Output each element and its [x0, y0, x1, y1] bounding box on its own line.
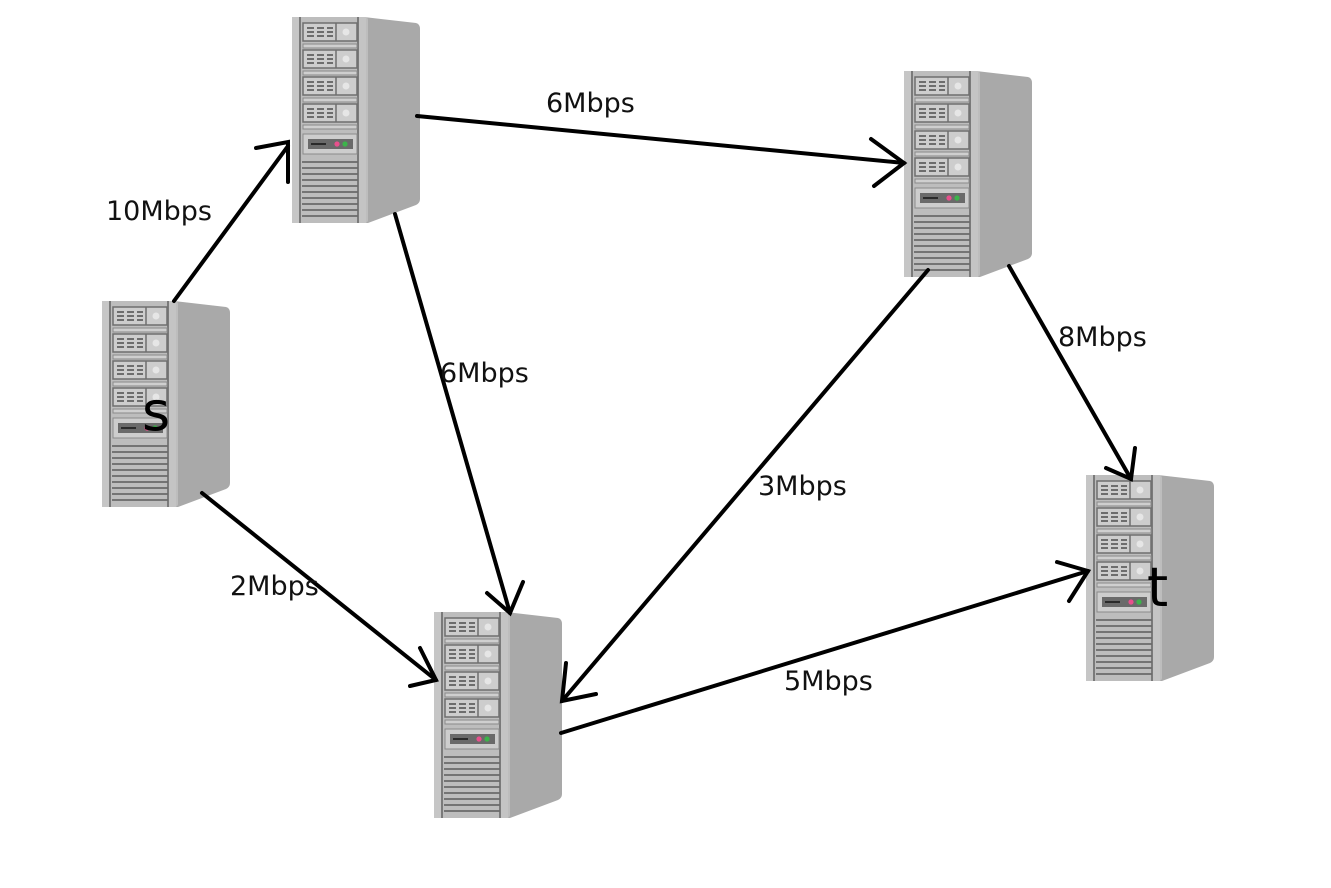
- edge-line: [1007, 264, 1133, 481]
- arrowhead: [559, 661, 598, 704]
- edge-line: [393, 212, 512, 615]
- edge-s-n3: [200, 491, 439, 688]
- edge-line: [200, 491, 438, 682]
- edge-n2-t: [1007, 264, 1137, 482]
- arrowhead: [1104, 446, 1137, 482]
- server-node-n3: [433, 611, 563, 819]
- edge-n1-n3: [393, 212, 525, 617]
- edge-s-n1: [172, 139, 290, 303]
- arrowhead: [869, 137, 908, 188]
- edge-label-s-n3: 2Mbps: [230, 571, 319, 602]
- node-label-t: t: [1147, 556, 1168, 619]
- edge-label-n2-t: 8Mbps: [1058, 322, 1147, 353]
- arrowhead: [254, 139, 290, 184]
- server-tower-icon: [291, 16, 421, 224]
- server-tower-icon: [433, 611, 563, 819]
- server-tower-icon: [903, 70, 1033, 278]
- edge-line: [415, 114, 906, 165]
- edge-label-s-n1: 10Mbps: [106, 196, 212, 227]
- edge-label-n2-n3: 3Mbps: [758, 471, 847, 502]
- edge-line: [559, 569, 1090, 735]
- arrowhead: [485, 580, 525, 617]
- node-label-s: s: [142, 380, 170, 443]
- arrowhead: [408, 646, 439, 688]
- server-node-n2: [903, 70, 1033, 278]
- edge-label-n3-t: 5Mbps: [784, 666, 873, 697]
- server-node-n1: [291, 16, 421, 224]
- edge-label-n1-n3: 6Mbps: [440, 358, 529, 389]
- edge-n3-t: [559, 560, 1092, 735]
- edge-n1-n2: [415, 114, 908, 188]
- edge-label-n1-n2: 6Mbps: [546, 88, 635, 119]
- arrowhead: [1055, 560, 1092, 603]
- edge-line: [560, 268, 930, 703]
- edge-n2-n3: [559, 268, 930, 704]
- edge-line: [172, 144, 290, 303]
